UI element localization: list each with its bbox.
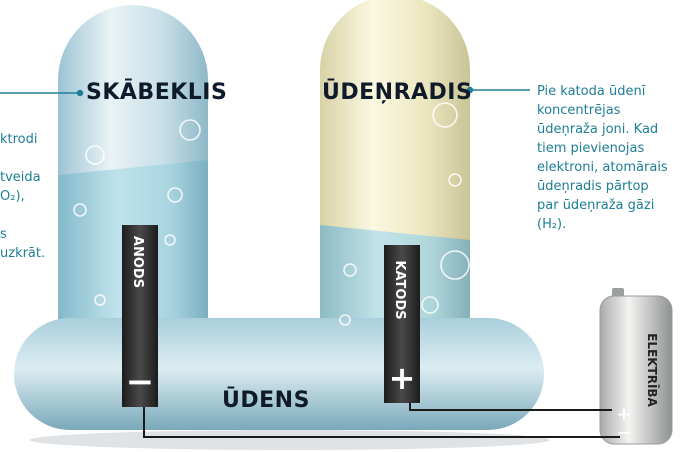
left-caption-line	[0, 206, 70, 225]
right-caption-line: (H₂).	[537, 215, 694, 234]
shadow	[30, 430, 550, 450]
hydrogen-label: ŪDEŅRADIS	[322, 80, 472, 105]
left-caption-line: O₂),	[0, 187, 70, 206]
left-caption-line: ktrodi	[0, 130, 70, 149]
left-caption-line: s	[0, 225, 70, 244]
cathode-label: KATODS	[392, 260, 407, 319]
battery-label: ELEKTRĪBA	[645, 333, 659, 407]
battery-plus-sign: +	[616, 404, 631, 425]
cathode-electrode: KATODS +	[384, 245, 420, 403]
battery: ELEKTRĪBA + −	[600, 288, 672, 444]
left-caption: ktrodi tveida O₂), s uzkrāt.	[0, 130, 70, 263]
battery-minus-sign: −	[617, 423, 630, 442]
right-caption-line: ūdeņradis pārtop	[537, 177, 694, 196]
base-tube	[14, 318, 544, 430]
left-caption-line: tveida	[0, 168, 70, 187]
anode-minus-sign: −	[126, 362, 155, 402]
anode-label: ANODS	[130, 236, 145, 288]
right-caption-line: elektroni, atomārais	[537, 158, 694, 177]
anode-electrode: ANODS −	[122, 225, 158, 407]
cathode-plus-sign: +	[389, 359, 416, 397]
water-label: ŪDENS	[222, 388, 310, 413]
right-caption: Pie katoda ūdenī koncentrējas ūdeņraža j…	[537, 82, 694, 234]
right-caption-line: koncentrējas	[537, 101, 694, 120]
right-caption-line: Pie katoda ūdenī	[537, 82, 694, 101]
oxygen-label: SKĀBEKLIS	[86, 80, 227, 105]
right-caption-line: par ūdeņraža gāzi	[537, 196, 694, 215]
left-caption-line: uzkrāt.	[0, 244, 70, 263]
right-caption-line: tiem pievienojas	[537, 139, 694, 158]
left-caption-line	[0, 149, 70, 168]
right-caption-line: ūdeņraža joni. Kad	[537, 120, 694, 139]
